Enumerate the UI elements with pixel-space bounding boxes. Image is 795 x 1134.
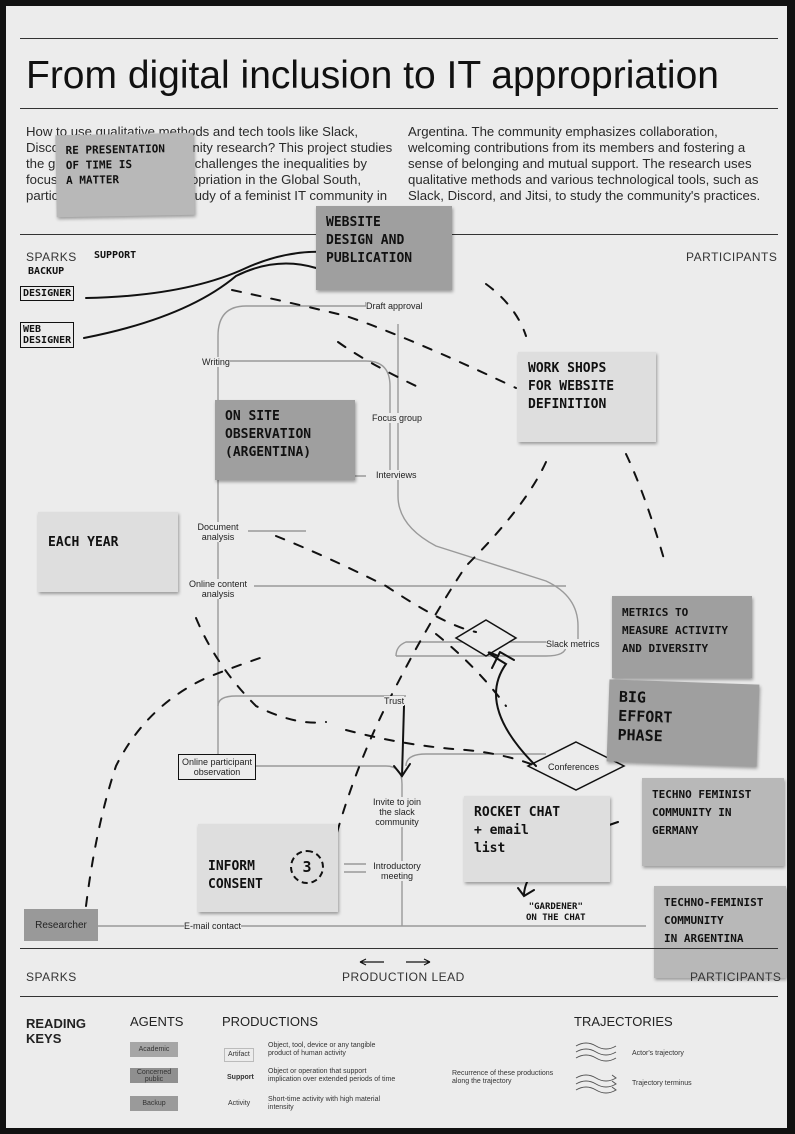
key-recurrence: Recurrence of these productions along th… [452,1070,554,1085]
top-rule [20,38,778,39]
label-online-content-analysis: Online content analysis [182,579,254,599]
key-trajectory-terminus: Trajectory terminus [632,1080,692,1087]
key-support-desc: Object or operation that support implica… [268,1068,396,1083]
sparks-top: SPARKS [26,250,77,264]
note-metrics: METRICS TO MEASURE ACTIVITY AND DIVERSIT… [612,596,752,678]
poster-title: From digital inclusion to IT appropriati… [26,54,719,97]
key-rule [20,996,778,997]
key-actors-trajectory: Actor's trajectory [632,1050,684,1057]
label-invite-slack: Invite to join the slack community [364,797,430,827]
key-support: Support [227,1074,254,1081]
note-techno-argentina: TECHNO-FEMINIST COMMUNITY IN ARGENTINA [654,886,786,978]
inform-consent-text: INFORM CONSENT [208,859,263,892]
label-online-participant-observation: Online participant observation [178,754,257,780]
note-workshops: WORK SHOPS FOR WEBSITE DEFINITION [518,352,656,442]
note-rocket-chat: ROCKET CHAT + email list [464,796,610,882]
production-lead-arrows [359,958,431,966]
swatch-academic: Academic [130,1042,178,1057]
hand-gardener: "GARDENER" ON THE CHAT [526,902,586,923]
key-activity-desc: Short-time activity with high material i… [268,1096,381,1111]
label-interviews: Interviews [376,470,417,480]
note-techno-germany: TECHNO FEMINIST COMMUNITY IN GERMANY [642,778,784,866]
label-document-analysis: Document analysis [188,522,248,542]
label-slack-metrics: Slack metrics [546,639,600,649]
note-representation: RE PRESENTATION OF TIME IS A MATTER [55,132,195,218]
handwritten-dashes [85,283,667,907]
note-inform-consent: INFORM CONSENT 3 [198,824,338,912]
note-each-year: EACH YEAR [38,512,178,592]
label-focus-group: Focus group [372,413,423,423]
key-reading-keys: READING KEYS [26,1016,86,1046]
key-artifact-desc: Object, tool, device or any tangible pro… [268,1042,376,1057]
researcher-agent: Researcher [24,909,98,941]
hand-support: SUPPORT [94,250,137,261]
key-agents: AGENTS [130,1014,184,1029]
title-rule [20,108,778,109]
inform-number-circle: 3 [290,850,324,884]
key-activity: Activity [228,1100,251,1107]
trajectory-key-icons [575,1042,617,1094]
note-on-site: ON SITE OBSERVATION (ARGENTINA) [215,400,355,480]
intro-col-2: Argentina. The community emphasizes coll… [408,124,761,203]
key-productions: PRODUCTIONS [222,1014,319,1029]
poster: From digital inclusion to IT appropriati… [6,6,787,1128]
label-introductory-meeting: Introductory meeting [366,861,428,881]
note-website: WEBSITE DESIGN AND PUBLICATION [316,206,452,290]
participants-top: PARTICIPANTS [686,250,778,264]
production-lead: PRODUCTION LEAD [342,970,465,984]
sparks-bottom: SPARKS [26,970,77,984]
note-big-effort: BIG EFFORT PHASE [606,679,760,767]
label-email-contact: E-mail contact [184,921,242,931]
slack-metrics-diamond [454,619,518,657]
hand-designer: DESIGNER [20,286,75,301]
hand-web-designer: WEB DESIGNER [20,322,75,348]
swatch-concerned-public: Concerned public [130,1068,178,1083]
key-trajectories: TRAJECTORIES [574,1014,673,1029]
label-draft-approval: Draft approval [366,301,423,311]
label-conferences: Conferences [548,762,600,772]
label-trust: Trust [384,696,405,706]
swatch-backup: Backup [130,1096,178,1111]
key-artifact: Artifact [224,1048,254,1062]
label-writing: Writing [202,357,230,367]
diagram-bottom-rule [20,948,778,949]
hand-backup: BACKUP [28,266,65,277]
participants-bottom: PARTICIPANTS [690,970,782,984]
